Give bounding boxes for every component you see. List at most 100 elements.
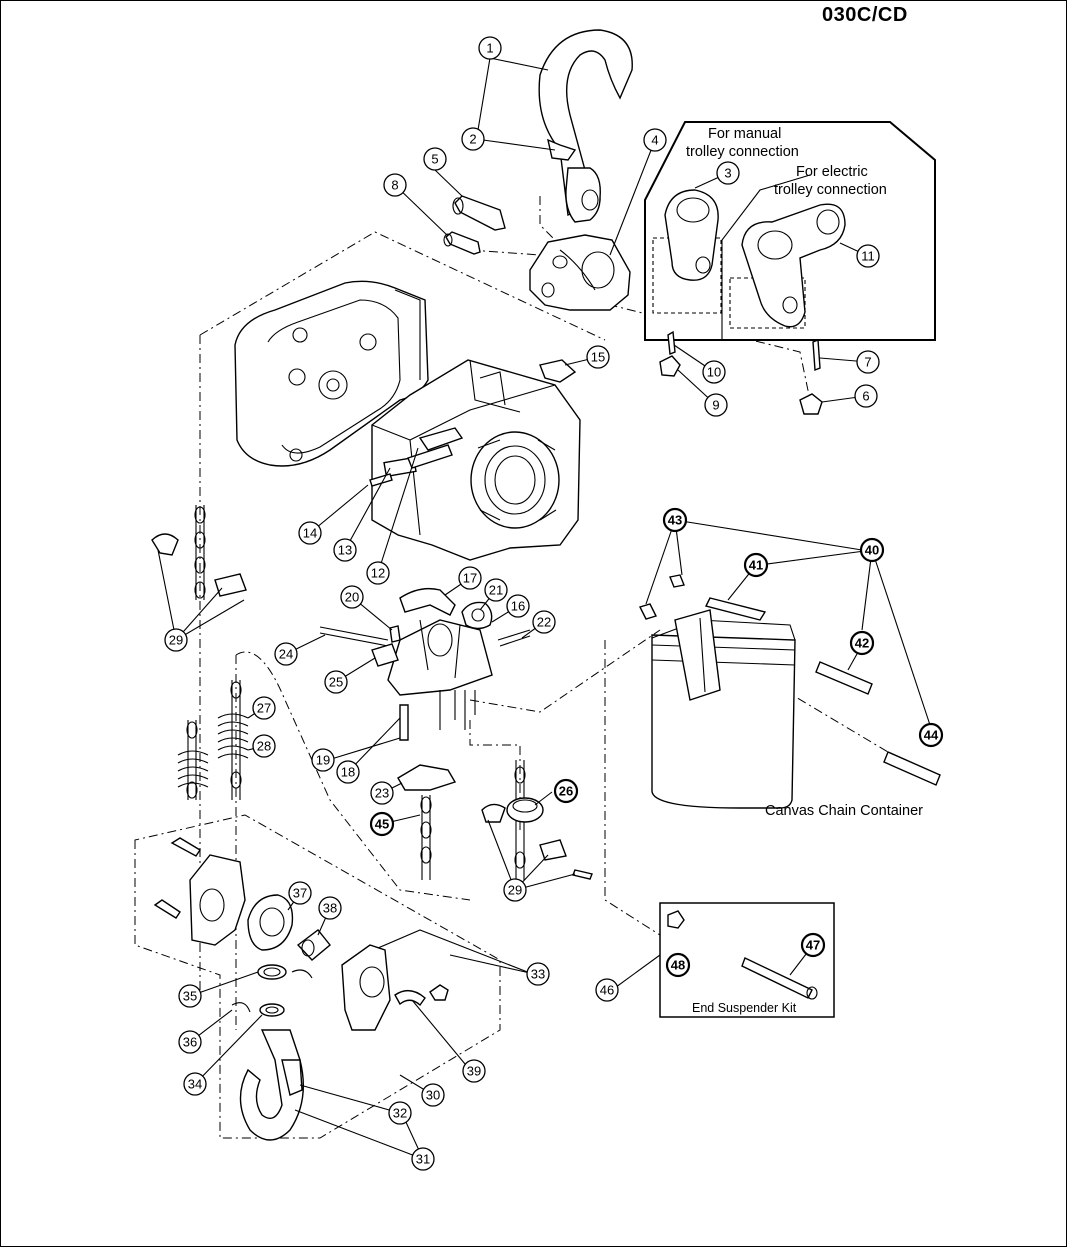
callout-22: 22: [532, 610, 556, 634]
callout-38: 38: [318, 896, 342, 920]
callout-18: 18: [336, 760, 360, 784]
callout-26: 26: [553, 778, 579, 804]
callout-43: 43: [662, 507, 688, 533]
svg-text:9: 9: [712, 398, 719, 413]
svg-text:26: 26: [559, 784, 573, 799]
callout-9: 9: [704, 393, 728, 417]
callout-2: 2: [461, 127, 485, 151]
svg-text:31: 31: [416, 1152, 430, 1167]
svg-text:48: 48: [671, 958, 685, 973]
svg-text:17: 17: [463, 571, 477, 586]
chain-springs: [177, 713, 249, 788]
suspension-pins: [443, 195, 506, 255]
callout-30: 30: [421, 1083, 445, 1107]
part-15-clip: [539, 359, 577, 383]
svg-text:24: 24: [279, 647, 293, 662]
callouts: 1 2 3 4 5 6 7 8 9 10 11 12 13 14 15 16 1…: [164, 36, 944, 1171]
svg-text:35: 35: [183, 989, 197, 1004]
svg-text:18: 18: [341, 765, 355, 780]
svg-text:45: 45: [375, 817, 389, 832]
callout-5: 5: [423, 147, 447, 171]
callout-36: 36: [178, 1030, 202, 1054]
canvas-container-label: Canvas Chain Container: [765, 803, 923, 819]
model-title: 030C/CD: [822, 4, 908, 26]
svg-text:44: 44: [924, 728, 939, 743]
svg-text:28: 28: [257, 739, 271, 754]
callout-24: 24: [274, 642, 298, 666]
callout-28: 28: [252, 734, 276, 758]
svg-text:43: 43: [668, 513, 682, 528]
svg-text:13: 13: [338, 543, 352, 558]
svg-text:5: 5: [431, 152, 438, 167]
svg-text:6: 6: [862, 389, 869, 404]
callout-48: 48: [665, 952, 691, 978]
svg-text:22: 22: [537, 615, 551, 630]
svg-text:37: 37: [293, 886, 307, 901]
chain-45-and-guide-23: [397, 764, 457, 880]
chain-guide-assembly: [319, 587, 531, 741]
callout-7: 7: [856, 350, 880, 374]
svg-text:1: 1: [486, 41, 493, 56]
callout-33: 33: [526, 962, 550, 986]
left-chain-assembly: [151, 505, 247, 800]
svg-text:42: 42: [855, 636, 869, 651]
callout-21: 21: [484, 578, 508, 602]
callout-27: 27: [252, 696, 276, 720]
chain-stopper-26: [481, 760, 593, 880]
svg-text:47: 47: [806, 938, 820, 953]
callout-31: 31: [411, 1147, 435, 1171]
svg-text:8: 8: [391, 178, 398, 193]
top-hook: [538, 29, 633, 223]
callout-17: 17: [458, 566, 482, 590]
nuts-and-cotter-pins: [659, 330, 823, 415]
callout-12: 12: [366, 561, 390, 585]
trolley-connection-box: For manual trolley connection For electr…: [644, 121, 936, 341]
svg-text:25: 25: [329, 675, 343, 690]
canvas-chain-container: Canvas Chain Container: [639, 574, 941, 819]
svg-text:23: 23: [375, 786, 389, 801]
svg-text:20: 20: [345, 590, 359, 605]
callout-40: 40: [859, 537, 885, 563]
callout-19: 19: [311, 748, 335, 772]
svg-text:21: 21: [489, 583, 503, 598]
hoist-main-body: [369, 359, 581, 561]
svg-text:19: 19: [316, 753, 330, 768]
svg-text:14: 14: [303, 526, 317, 541]
svg-text:29: 29: [508, 883, 522, 898]
callout-25: 25: [324, 670, 348, 694]
svg-text:39: 39: [467, 1064, 481, 1079]
svg-text:7: 7: [864, 355, 871, 370]
callout-34: 34: [183, 1072, 207, 1096]
bottom-hook-block: [153, 837, 449, 1141]
callout-42: 42: [849, 630, 875, 656]
svg-text:40: 40: [865, 543, 879, 558]
callout-20: 20: [340, 585, 364, 609]
callout-32: 32: [388, 1101, 412, 1125]
svg-text:4: 4: [651, 133, 658, 148]
callout-29-lower: 29: [503, 878, 527, 902]
svg-text:29: 29: [169, 633, 183, 648]
callout-45: 45: [369, 811, 395, 837]
callout-8: 8: [383, 173, 407, 197]
svg-text:16: 16: [511, 599, 525, 614]
svg-text:33: 33: [531, 967, 545, 982]
callout-11: 11: [856, 244, 880, 268]
svg-text:27: 27: [257, 701, 271, 716]
svg-text:2: 2: [469, 132, 476, 147]
callout-4: 4: [643, 128, 667, 152]
manual-connection-label-2: trolley connection: [686, 144, 799, 160]
callout-16: 16: [506, 594, 530, 618]
callout-35: 35: [178, 984, 202, 1008]
svg-text:36: 36: [183, 1035, 197, 1050]
callout-15: 15: [586, 345, 610, 369]
callout-6: 6: [854, 384, 878, 408]
callout-37: 37: [288, 881, 312, 905]
svg-text:32: 32: [393, 1106, 407, 1121]
callout-3: 3: [716, 161, 740, 185]
manual-connection-label: For manual: [708, 126, 781, 142]
callout-23: 23: [370, 781, 394, 805]
callout-39: 39: [462, 1059, 486, 1083]
callout-10: 10: [702, 360, 726, 384]
suspension-bracket: [529, 234, 631, 311]
